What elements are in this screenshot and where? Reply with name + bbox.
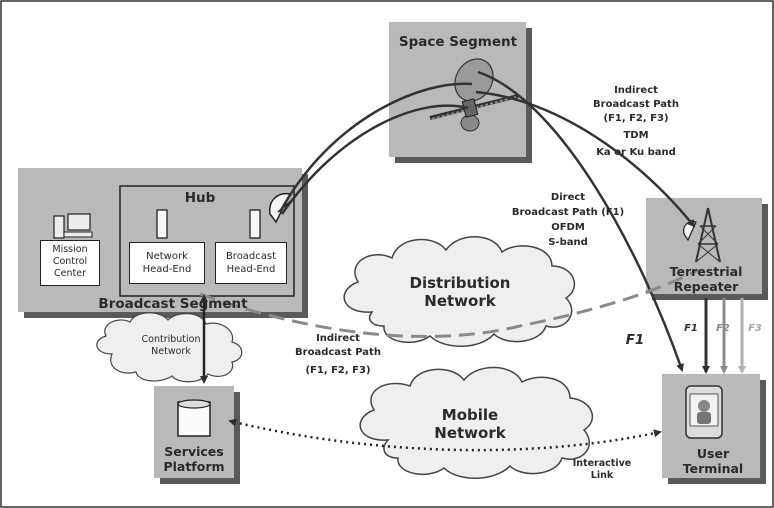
interactive-link-line-2: Link bbox=[590, 470, 614, 481]
uplink-path-1 bbox=[278, 82, 473, 213]
network-head-end-server-icon bbox=[156, 209, 168, 239]
indirect-top-path-label: Indirect Broadcast Path (F1, F2, F3) TDM… bbox=[586, 84, 686, 160]
satellite-icon bbox=[429, 58, 519, 132]
mobile-phone-icon bbox=[685, 385, 723, 439]
services-platform-line-1: Services bbox=[164, 444, 224, 459]
mission-control-line-1: Mission bbox=[52, 244, 88, 255]
network-head-end-line-1: Network bbox=[146, 251, 188, 262]
indirect-bottom-line-1: Indirect bbox=[316, 333, 360, 344]
f1-main-label: F1 bbox=[625, 332, 645, 348]
direct-line-1: Direct bbox=[550, 192, 586, 203]
network-head-end-line-2: Head-End bbox=[142, 264, 192, 275]
distribution-network-label: Distribution Network bbox=[400, 274, 520, 310]
terrestrial-repeater-label: Terrestrial Repeater bbox=[656, 264, 756, 294]
mission-control-line-2: Control bbox=[52, 256, 88, 267]
broadcast-head-end-label: Broadcast Head-End bbox=[215, 250, 287, 276]
indirect-top-line-4: TDM bbox=[623, 130, 649, 141]
interactive-link-label: Interactive Link bbox=[564, 458, 640, 482]
indirect-top-line-3: (F1, F2, F3) bbox=[603, 113, 669, 124]
broadcast-head-end-server-icon bbox=[249, 209, 261, 239]
interactive-link-line-1: Interactive bbox=[572, 458, 632, 469]
direct-line-2: Broadcast Path (F1) bbox=[511, 207, 625, 218]
services-platform-label: Services Platform bbox=[154, 444, 234, 474]
broadcast-head-end-line-1: Broadcast bbox=[225, 251, 277, 262]
contribution-network-line-1: Contribution bbox=[141, 334, 201, 345]
server-drum-icon bbox=[177, 399, 211, 437]
f1-label: F1 bbox=[684, 323, 698, 334]
network-head-end-box bbox=[129, 242, 205, 284]
direct-path-label: Direct Broadcast Path (F1) OFDM S-band bbox=[502, 190, 634, 250]
broadcast-segment-title: Broadcast Segment bbox=[98, 296, 248, 312]
user-terminal-line-1: User bbox=[696, 446, 730, 461]
broadcast-head-end-box bbox=[215, 242, 287, 284]
network-head-end-label: Network Head-End bbox=[129, 250, 205, 276]
direct-broadcast-path bbox=[477, 70, 684, 372]
computer-icon bbox=[53, 213, 93, 239]
indirect-downlink-path bbox=[475, 90, 696, 228]
indirect-bottom-line-3: (F1, F2, F3) bbox=[305, 365, 371, 376]
hub-title: Hub bbox=[184, 190, 216, 206]
indirect-top-line-2: Broadcast Path bbox=[593, 99, 679, 110]
distribution-cloud bbox=[343, 236, 576, 347]
services-platform-line-2: Platform bbox=[163, 459, 225, 474]
distribution-network-line-2: Network bbox=[424, 292, 496, 310]
mobile-network-line-2: Network bbox=[434, 424, 506, 442]
f2-label: F2 bbox=[716, 323, 730, 334]
broadcast-head-end-line-2: Head-End bbox=[226, 264, 276, 275]
f3-label: F3 bbox=[748, 323, 762, 334]
distribution-network-line-1: Distribution bbox=[409, 274, 511, 292]
space-segment-title: Space Segment bbox=[398, 34, 518, 50]
direct-line-4: S-band bbox=[548, 237, 588, 248]
direct-line-3: OFDM bbox=[551, 222, 585, 233]
mobile-network-label: Mobile Network bbox=[420, 406, 520, 442]
mission-control-line-3: Center bbox=[54, 268, 86, 279]
repeater-box bbox=[646, 198, 762, 294]
indirect-bottom-line-2: Broadcast Path bbox=[295, 347, 381, 358]
mission-control-label: Mission Control Center bbox=[40, 244, 100, 280]
indirect-top-line-1: Indirect bbox=[614, 85, 658, 96]
user-terminal-label: User Terminal bbox=[668, 446, 758, 476]
uplink-path-2 bbox=[280, 104, 469, 215]
terrestrial-repeater-line-2: Repeater bbox=[673, 279, 739, 294]
contribution-network-line-2: Network bbox=[151, 346, 191, 357]
indirect-top-line-5: Ka or Ku band bbox=[596, 147, 676, 158]
contribution-network-label: Contribution Network bbox=[126, 334, 216, 358]
indirect-bottom-path-label: Indirect Broadcast Path (F1, F2, F3) bbox=[288, 332, 388, 378]
mission-control-box bbox=[40, 240, 100, 286]
mobile-network-line-1: Mobile bbox=[441, 406, 499, 424]
user-terminal-line-2: Terminal bbox=[682, 461, 744, 476]
indirect-terrestrial-path bbox=[199, 268, 699, 338]
terrestrial-repeater-line-1: Terrestrial bbox=[669, 264, 743, 279]
